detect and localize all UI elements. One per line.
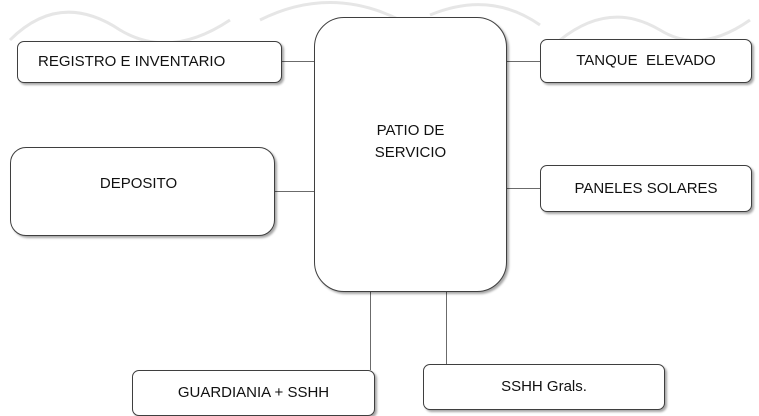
node-paneles-label: PANELES SOLARES xyxy=(574,179,718,197)
node-paneles-solares: PANELES SOLARES xyxy=(540,165,752,212)
node-guardiania-sshh: GUARDIANIA + SSHH xyxy=(132,370,375,416)
connector-sshh xyxy=(446,291,448,364)
node-tanque-label: TANQUE ELEVADO xyxy=(576,52,716,69)
center-label-line1: PATIO DE xyxy=(376,122,445,139)
center-label-line2: SERVICIO xyxy=(374,144,447,161)
connector-deposito xyxy=(275,191,315,193)
node-sshh-grals: SSHH Grals. xyxy=(423,364,665,410)
node-deposito: DEPOSITO xyxy=(10,147,275,236)
node-sshh-label: SSHH Grals. xyxy=(501,378,587,395)
connector-registro xyxy=(282,61,315,63)
connector-guardiania xyxy=(370,291,372,370)
node-deposito-label: DEPOSITO xyxy=(99,175,178,192)
connector-paneles xyxy=(506,188,541,190)
node-tanque-elevado: TANQUE ELEVADO xyxy=(540,39,752,83)
node-registro-label: REGISTRO E INVENTARIO xyxy=(38,53,226,70)
node-registro-e-inventario: REGISTRO E INVENTARIO xyxy=(17,41,282,83)
center-node-patio-de-servicio: PATIO DE SERVICIO xyxy=(314,17,507,292)
connector-tanque xyxy=(506,61,541,63)
node-guardiania-label: GUARDIANIA + SSHH xyxy=(177,384,330,401)
